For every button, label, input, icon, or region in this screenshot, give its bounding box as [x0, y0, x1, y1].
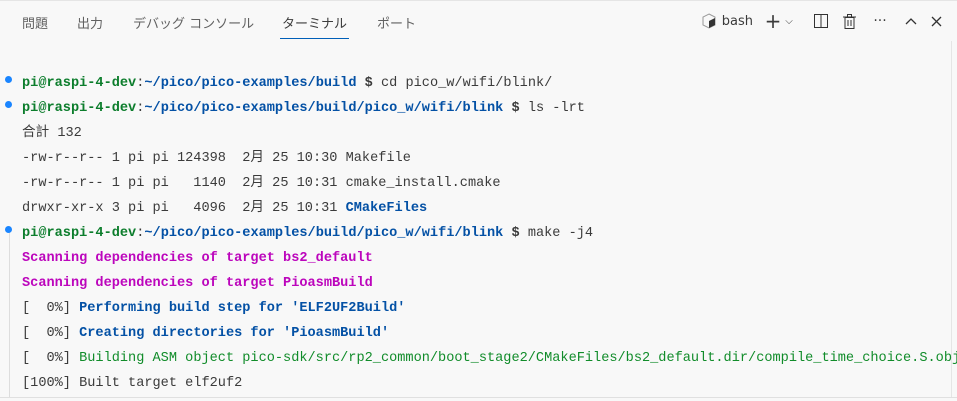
tab-ports[interactable]: ポート	[377, 17, 417, 32]
command-decoration-icon[interactable]	[5, 226, 12, 233]
prompt-path: ~/pico/pico-examples/build/pico_w/wifi/b…	[144, 226, 504, 241]
tab-debug-console[interactable]: デバッグ コンソール	[133, 17, 255, 32]
tab-problems[interactable]: 問題	[22, 17, 49, 32]
prompt-host: pi@raspi-4-dev	[22, 76, 137, 91]
prompt-sign: $	[511, 226, 520, 241]
build-line: [ 0%] Performing build step for 'ELF2UF2…	[22, 296, 405, 321]
terminal-profile[interactable]: bash	[701, 10, 753, 32]
output-line: 合計 132	[22, 126, 82, 141]
file-row: -rw-r--r-- 1 pi pi 124398 2月 25 10:30 Ma…	[22, 146, 411, 171]
output-line: Scanning dependencies of target PioasmBu…	[22, 276, 373, 291]
terminal-icon	[702, 13, 716, 29]
command-decoration-icon[interactable]	[5, 101, 12, 108]
file-name: cmake_install.cmake	[345, 176, 501, 191]
build-message: Creating directories for 'PioasmBuild'	[79, 326, 390, 341]
output-line: Scanning dependencies of target bs2_defa…	[22, 251, 373, 266]
build-line: [ 0%] Building ASM object pico-sdk/src/r…	[22, 346, 957, 371]
prompt-host: pi@raspi-4-dev	[22, 226, 137, 241]
file-row: drwxr-xr-x 3 pi pi 4096 2月 25 10:31 CMak…	[22, 196, 427, 221]
build-line: [100%] Built target elf2uf2	[22, 371, 242, 396]
command: ls -lrt	[519, 101, 585, 116]
divider	[9, 231, 10, 397]
terminal-toolbar: bash + ⌵ ···	[701, 9, 947, 33]
build-percent: [ 0%]	[22, 326, 80, 341]
prompt-sign: $	[364, 76, 373, 91]
chevron-down-icon[interactable]: ⌵	[785, 15, 793, 27]
command: cd pico_w/wifi/blink/	[372, 76, 553, 91]
scrollbar[interactable]	[951, 41, 952, 397]
prompt-path: ~/pico/pico-examples/build	[144, 76, 357, 91]
file-name: CMakeFiles	[345, 201, 428, 216]
command-decoration-icon[interactable]	[5, 76, 12, 83]
build-percent: [ 0%]	[22, 351, 80, 366]
tab-terminal[interactable]: ターミナル	[279, 13, 350, 39]
prompt-line: pi@raspi-4-dev:~/pico/pico-examples/buil…	[5, 71, 553, 96]
file-info: -rw-r--r-- 1 pi pi 1140 2月 25 10:31	[22, 176, 346, 191]
build-message: Built target elf2uf2	[79, 376, 243, 391]
more-icon[interactable]: ···	[873, 13, 887, 29]
chevron-up-icon[interactable]	[897, 10, 925, 32]
prompt-line: pi@raspi-4-dev:~/pico/pico-examples/buil…	[5, 221, 594, 246]
build-percent: [ 0%]	[22, 301, 80, 316]
build-line: [ 0%] Creating directories for 'PioasmBu…	[22, 321, 389, 346]
prompt-line: pi@raspi-4-dev:~/pico/pico-examples/buil…	[5, 96, 585, 121]
shell-name: bash	[721, 13, 753, 29]
prompt-host: pi@raspi-4-dev	[22, 101, 137, 116]
file-info: -rw-r--r-- 1 pi pi 124398 2月 25 10:30	[22, 151, 346, 166]
build-percent: [100%]	[22, 376, 80, 391]
terminal-output[interactable]: pi@raspi-4-dev:~/pico/pico-examples/buil…	[0, 71, 957, 397]
trash-icon[interactable]	[835, 10, 863, 32]
prompt-path: ~/pico/pico-examples/build/pico_w/wifi/b…	[144, 101, 504, 116]
divider	[0, 397, 957, 398]
build-message: Performing build step for 'ELF2UF2Build'	[79, 301, 406, 316]
tab-output[interactable]: 出力	[77, 17, 104, 32]
close-icon[interactable]	[925, 10, 947, 32]
file-name: Makefile	[345, 151, 411, 166]
plus-icon[interactable]: +	[764, 9, 782, 33]
panel-tabs: 問題 出力 デバッグ コンソール ターミナル ポート	[0, 1, 957, 41]
file-row: -rw-r--r-- 1 pi pi 1140 2月 25 10:31 cmak…	[22, 171, 501, 196]
split-icon[interactable]	[807, 10, 835, 32]
build-message: Building ASM object pico-sdk/src/rp2_com…	[79, 351, 957, 366]
prompt-sign: $	[511, 101, 520, 116]
file-info: drwxr-xr-x 3 pi pi 4096 2月 25 10:31	[22, 201, 346, 216]
command: make -j4	[519, 226, 594, 241]
